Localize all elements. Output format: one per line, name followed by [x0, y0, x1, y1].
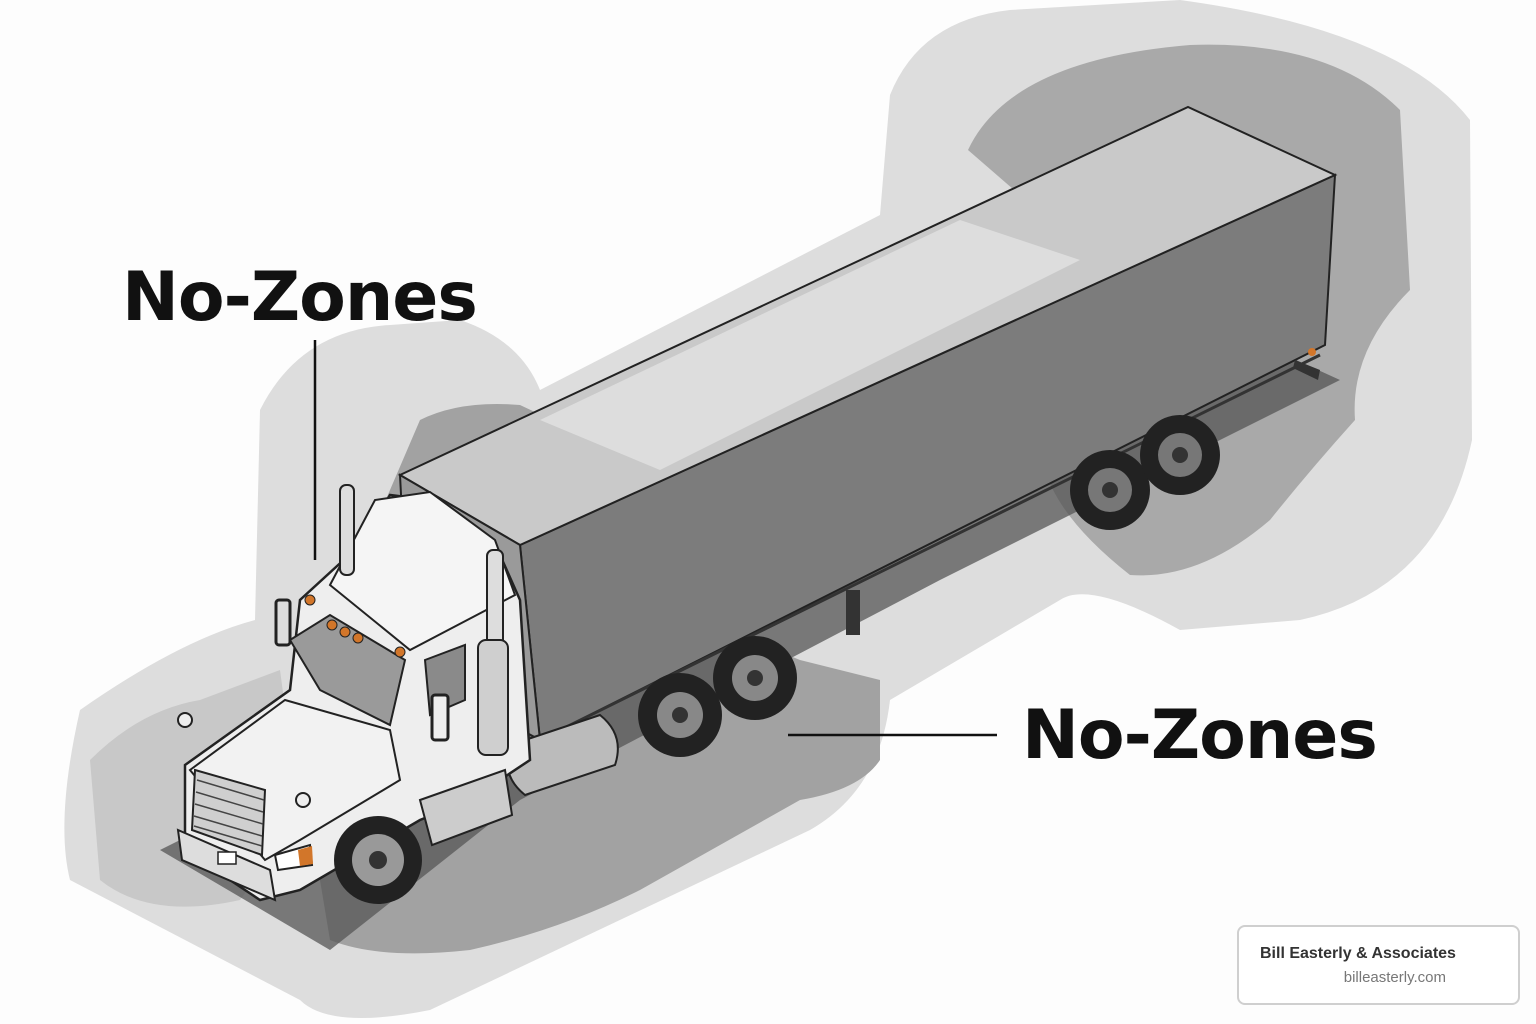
- cab-steps: [418, 768, 514, 847]
- credit-name: Bill Easterly & Associates: [1260, 945, 1456, 962]
- credit-box: Bill Easterly & Associates billeasterly.…: [1237, 925, 1520, 1005]
- mirror-left: [274, 598, 292, 647]
- marker-lights: [304, 594, 406, 658]
- exhaust-heat-shield: [477, 639, 509, 756]
- trailer-rear-axle: [1070, 415, 1220, 530]
- trailer-tail-light: [1308, 348, 1316, 356]
- license-plate: [217, 851, 237, 865]
- cab-roof-fairing: [328, 490, 517, 652]
- hood-mirror-right: [295, 792, 311, 808]
- turn-signal: [298, 846, 313, 866]
- front-wheel: [334, 816, 422, 904]
- grille-bars: [193, 779, 265, 847]
- trailer-roof-highlight: [540, 220, 1080, 470]
- grille: [190, 768, 267, 857]
- front-bumper: [176, 828, 277, 902]
- tractor-drive-axle: [638, 636, 797, 757]
- hood-mirror-left: [177, 712, 193, 728]
- no-zones-label-bottom: No-Zones: [1022, 696, 1378, 775]
- exhaust-stack-left: [339, 484, 355, 576]
- credit-url: billeasterly.com: [1343, 969, 1446, 986]
- no-zones-label-top: No-Zones: [122, 258, 478, 337]
- windshield: [288, 613, 407, 727]
- rear-bumper: [1293, 360, 1320, 380]
- landing-gear: [846, 590, 860, 635]
- mirror-right: [430, 693, 450, 742]
